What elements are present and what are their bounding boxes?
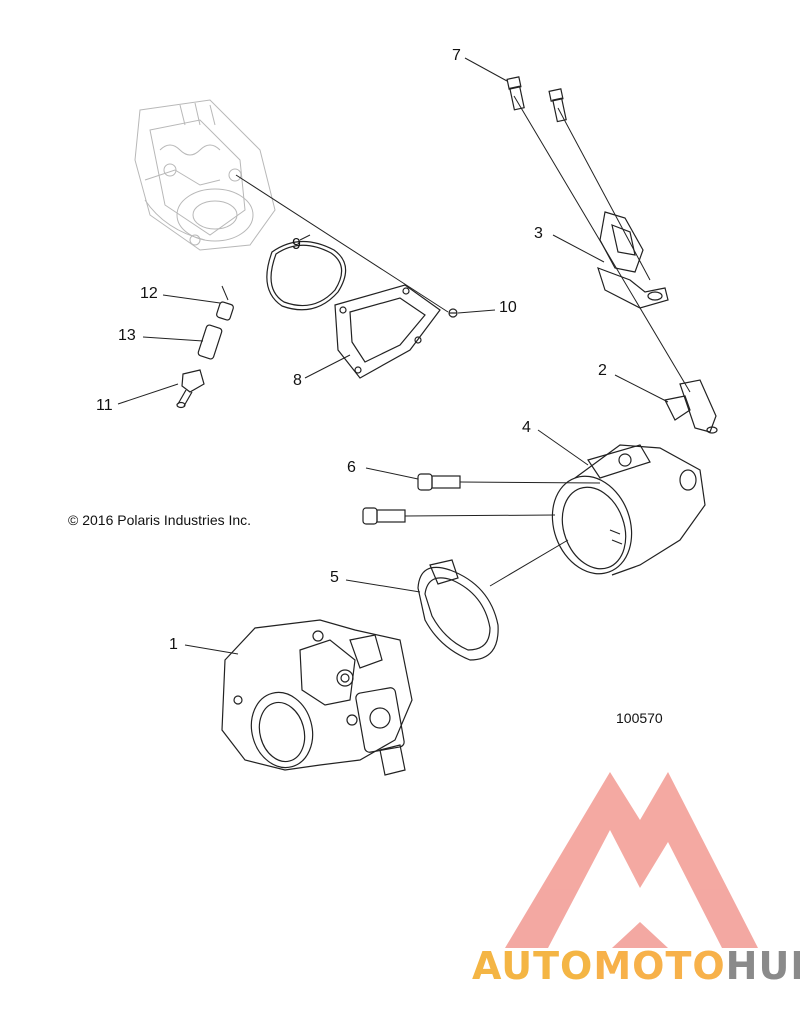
callout-3: 3 [534,225,543,242]
injector-part-2 [664,379,718,434]
copyright-notice: © 2016 Polaris Industries Inc. [68,512,252,528]
document-number: 100570 [616,710,663,726]
clamp-part-5 [417,559,499,661]
callout-10: 10 [499,299,517,316]
watermark-text: AUTOMOTOHUB [472,944,800,988]
hose-fitting-assembly [176,301,234,409]
engine-manifold-ghost [134,99,276,251]
watermark-moto: MOTO [593,944,726,988]
throttle-body-part-1 [221,619,413,776]
callout-8: 8 [293,372,302,389]
callout-11: 11 [96,397,113,414]
fuel-rail-part-3 [597,211,669,309]
callout-9: 9 [292,236,301,253]
callout-6: 6 [347,459,356,476]
watermark-hub: HUB [725,944,800,988]
callout-13: 13 [118,327,136,344]
bolts-part-7 [506,76,567,123]
adapter-plate-part-8 [334,284,441,379]
callout-leaders [117,57,691,655]
watermark-auto: AUTO [472,944,594,988]
callout-1: 1 [169,636,178,653]
callout-7: 7 [452,47,461,64]
callout-4: 4 [522,419,531,436]
callout-12: 12 [140,285,158,302]
callout-2: 2 [598,362,607,379]
screw-part-10 [448,308,458,318]
watermark-logo [505,772,758,948]
o-ring-part-9 [266,240,347,311]
bolts-part-6 [362,473,461,525]
adapter-part-4 [551,444,706,576]
callout-5: 5 [330,569,339,586]
